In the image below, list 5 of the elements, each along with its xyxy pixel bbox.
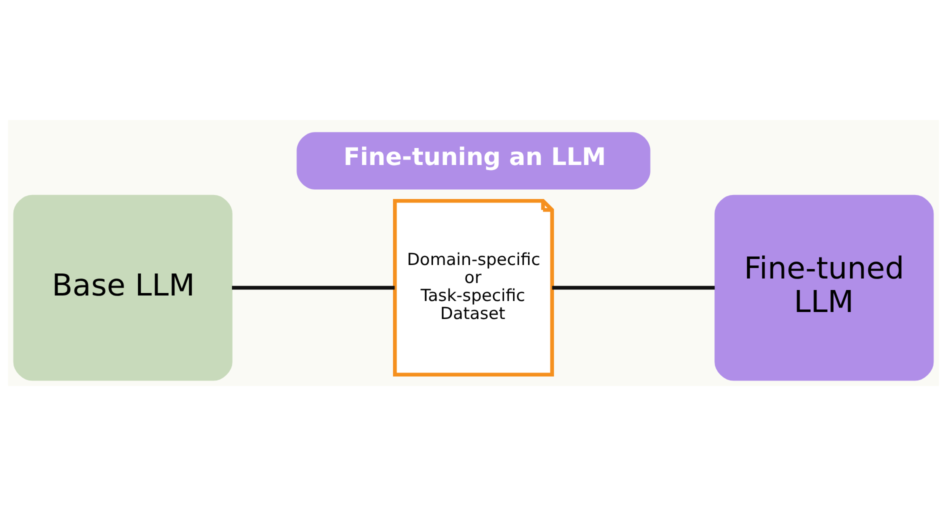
node-box: Fine-tuned LLM xyxy=(714,194,934,380)
node-box: Base LLM xyxy=(13,194,232,380)
connector xyxy=(232,285,395,290)
diagram-title: Fine-tuning an LLM xyxy=(344,142,606,171)
connector xyxy=(552,285,715,290)
